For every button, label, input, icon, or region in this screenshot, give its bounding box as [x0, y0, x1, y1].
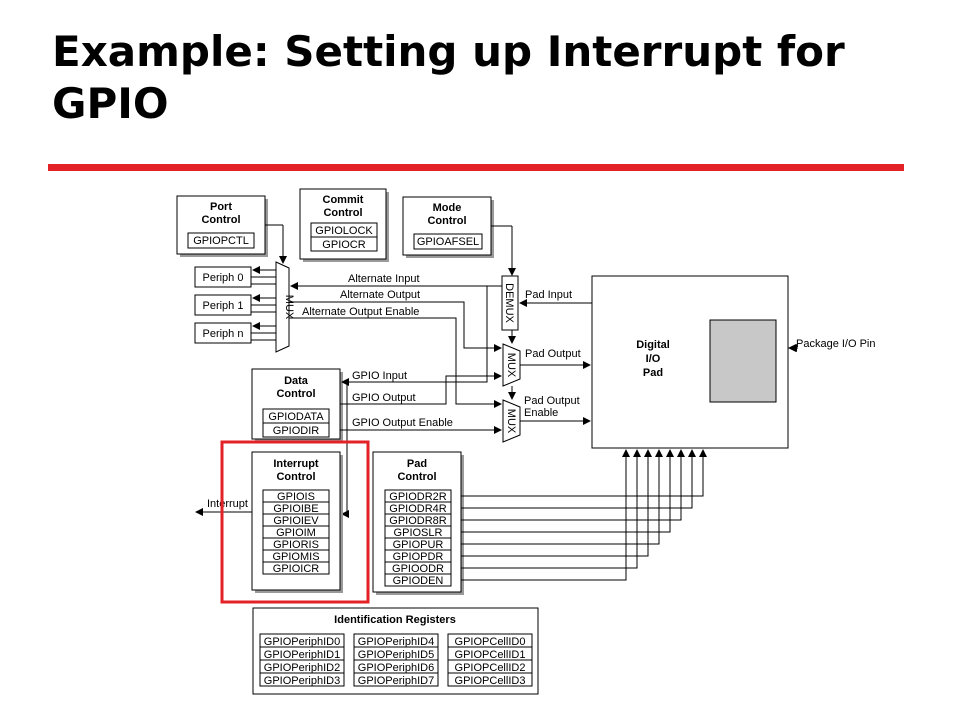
mux-label: MUX [505, 409, 517, 434]
gpio-input-label: GPIO Input [352, 370, 407, 382]
interrupt-label: Interrupt [207, 498, 248, 510]
pad-cell [709, 319, 777, 403]
register-label: GPIOIBE [273, 503, 318, 515]
mode-control-block: Mode Control GPIOAFSEL [402, 196, 494, 258]
pad-title-2: I/O [646, 353, 661, 365]
peripheral-mux: MUX [275, 261, 295, 353]
register-label: GPIOODR [392, 563, 444, 575]
register-label: GPIOPeriphID0 [264, 636, 340, 648]
identification-title: Identification Registers [334, 614, 456, 626]
pad-output-mux: MUX [502, 343, 521, 387]
gpio-output-label: GPIO Output [352, 392, 416, 404]
register-label: GPIOPeriphID2 [264, 662, 340, 674]
register-label: GPIOLOCK [315, 225, 373, 237]
register-label: GPIODEN [393, 575, 444, 587]
register-label: GPIODR8R [389, 515, 447, 527]
pad-control-title-2: Control [397, 471, 436, 483]
register-label: GPIORIS [273, 539, 319, 551]
register-label: GPIOPeriphID5 [358, 649, 434, 661]
register-label: GPIOIEV [273, 515, 319, 527]
pad-demux: DEMUX [501, 275, 519, 331]
port-control-title-1: Port [210, 201, 232, 213]
pad-output-enable-label-1: Pad Output [524, 395, 580, 407]
data-control-title-2: Control [276, 388, 315, 400]
interrupt-control-block: Interrupt Control GPIOIS GPIOIBE GPIOIEV… [251, 451, 343, 593]
register-label: GPIOPCellID1 [455, 649, 526, 661]
pad-input-label: Pad Input [525, 289, 572, 301]
title-rule [48, 164, 904, 171]
commit-control-block: Commit Control GPIOLOCK GPIOCR [299, 188, 389, 262]
id-column-2: GPIOPeriphID4 GPIOPeriphID5 GPIOPeriphID… [353, 633, 439, 687]
register-label: GPIOCR [322, 239, 365, 251]
alternate-output-enable-label: Alternate Output Enable [302, 306, 419, 318]
pad-control-block: Pad Control GPIODR2R GPIODR4R GPIODR8R G… [372, 451, 464, 595]
pad-output-enable-label-2: Enable [524, 407, 558, 419]
register-label: GPIOPCellID3 [455, 675, 526, 687]
pad-register-list: GPIODR2R GPIODR4R GPIODR8R GPIOSLR GPIOP… [384, 489, 452, 587]
id-column-3: GPIOPCellID0 GPIOPCellID1 GPIOPCellID2 G… [447, 633, 533, 687]
commit-control-title-2: Control [323, 207, 362, 219]
mux-label: MUX [505, 353, 517, 378]
periph-blocks: Periph 0 Periph 1 Periph n [194, 266, 276, 344]
periph-n-label: Periph n [203, 328, 244, 340]
interrupt-register-list: GPIOIS GPIOIBE GPIOIEV GPIOIM GPIORIS GP… [262, 489, 330, 575]
gpio-output-enable-label: GPIO Output Enable [352, 417, 453, 429]
pad-output-label: Pad Output [525, 348, 581, 360]
package-pin-label: Package I/O Pin [796, 338, 876, 350]
demux-label: DEMUX [503, 283, 515, 323]
register-label: GPIODIR [273, 425, 320, 437]
register-label: GPIODR4R [389, 503, 447, 515]
port-control-title-2: Control [201, 214, 240, 226]
pad-title-3: Pad [643, 367, 663, 379]
mux-label: MUX [283, 295, 295, 320]
interrupt-highlight-box [220, 440, 370, 604]
register-label: GPIOPeriphID3 [264, 675, 340, 687]
commit-control-title-1: Commit [323, 194, 364, 206]
register-label: GPIOPeriphID7 [358, 675, 434, 687]
pad-control-wires [461, 449, 707, 581]
register-label: GPIOPCellID2 [455, 662, 526, 674]
interrupt-control-title-1: Interrupt [273, 458, 319, 470]
mode-control-title-1: Mode [433, 202, 462, 214]
id-column-1: GPIOPeriphID0 GPIOPeriphID1 GPIOPeriphID… [259, 633, 345, 687]
slide-title: Example: Setting up Interrupt for GPIO [52, 27, 845, 128]
register-label: GPIOIM [276, 527, 316, 539]
register-label: GPIOMIS [272, 551, 319, 563]
alternate-output-label: Alternate Output [340, 289, 420, 301]
pad-output-enable-mux: MUX [502, 399, 521, 443]
register-label: GPIOPeriphID1 [264, 649, 340, 661]
periph-0-label: Periph 0 [203, 272, 244, 284]
interrupt-control-title-2: Control [276, 471, 315, 483]
pad-title-1: Digital [636, 339, 670, 351]
register-label: GPIOSLR [394, 527, 443, 539]
register-label: GPIODATA [268, 411, 324, 423]
digital-io-pad: Digital I/O Pad [591, 275, 789, 449]
register-label: GPIOPeriphID6 [358, 662, 434, 674]
register-label: GPIOIS [277, 491, 315, 503]
register-label: GPIOPDR [393, 551, 444, 563]
register-label: GPIODR2R [389, 491, 447, 503]
register-label: GPIOPeriphID4 [358, 636, 434, 648]
data-control-title-1: Data [284, 375, 309, 387]
register-label: GPIOICR [273, 563, 320, 575]
register-label: GPIOPUR [393, 539, 444, 551]
data-control-block: Data Control GPIODATA GPIODIR [251, 368, 343, 442]
alternate-input-label: Alternate Input [348, 273, 420, 285]
identification-registers-block: Identification Registers GPIOPeriphID0 G… [252, 607, 539, 695]
port-control-block: Port Control GPIOPCTL [176, 195, 268, 257]
register-label: GPIOAFSEL [417, 236, 479, 248]
pad-control-title-1: Pad [407, 458, 427, 470]
periph-1-label: Periph 1 [203, 300, 244, 312]
register-label: GPIOPCTL [193, 235, 249, 247]
mode-control-title-2: Control [427, 215, 466, 227]
register-label: GPIOPCellID0 [455, 636, 526, 648]
